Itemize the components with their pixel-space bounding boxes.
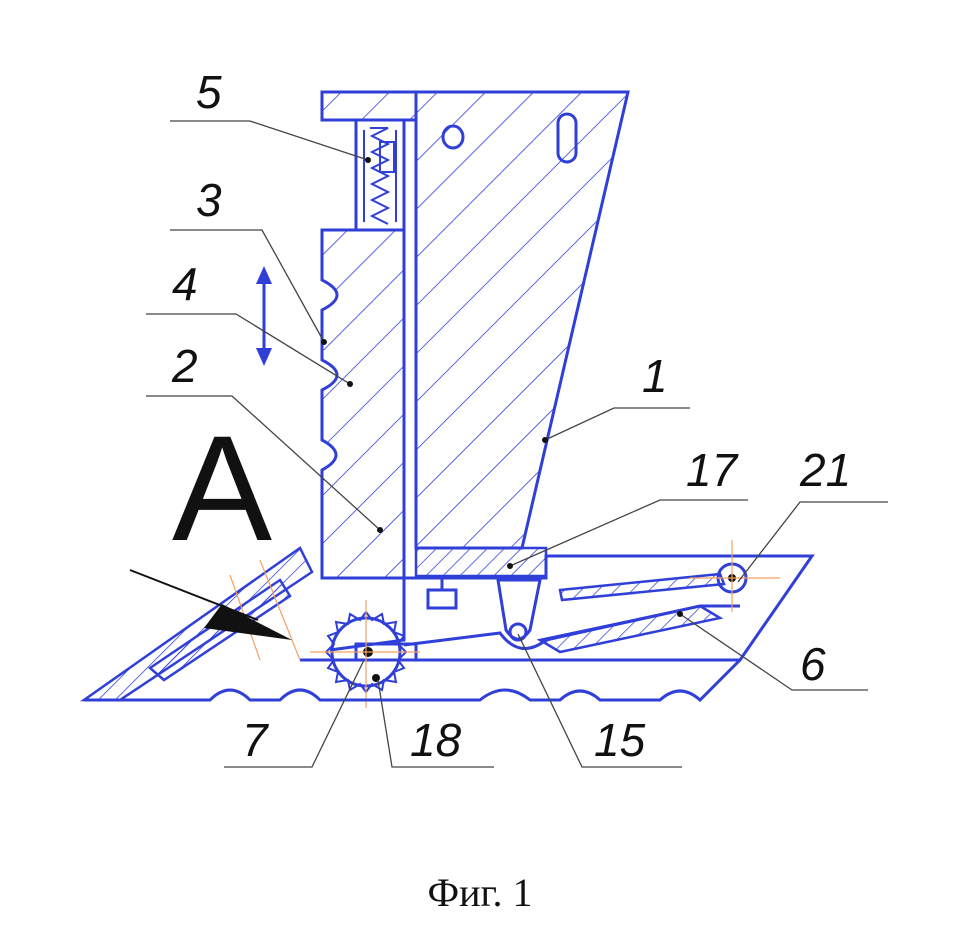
gear-part-7: [310, 600, 420, 708]
top-cap: [320, 90, 418, 122]
spring-part-5: [354, 118, 406, 232]
numeral-4: 4: [172, 258, 198, 310]
leader-lines: [146, 120, 888, 768]
body-part-1: [414, 90, 630, 550]
movement-arrow: [256, 266, 272, 366]
numeral-1: 1: [642, 350, 668, 402]
numeral-7: 7: [242, 714, 269, 766]
plate-part-17: [414, 546, 548, 578]
ground-surface: [84, 658, 742, 703]
pin-part-21: [690, 540, 780, 612]
numeral-18: 18: [410, 714, 462, 766]
lever-part-15: [496, 578, 542, 642]
numeral-3: 3: [196, 174, 222, 226]
view-label-a: A: [172, 404, 272, 572]
numeral-15: 15: [594, 714, 646, 766]
slider-part-2: [320, 228, 406, 580]
numeral-2: 2: [171, 340, 198, 392]
numeral-21: 21: [799, 444, 851, 496]
figure-caption: Фиг. 1: [428, 870, 533, 915]
numeral-5: 5: [196, 66, 222, 118]
numeral-6: 6: [800, 638, 826, 690]
numeral-17: 17: [686, 444, 739, 496]
bolt: [426, 578, 458, 610]
reference-numerals: 5 3 4 2 1 17 21 6 7 18 15: [171, 66, 851, 766]
view-arrow: [129, 569, 292, 640]
guide-strip: [402, 120, 418, 578]
